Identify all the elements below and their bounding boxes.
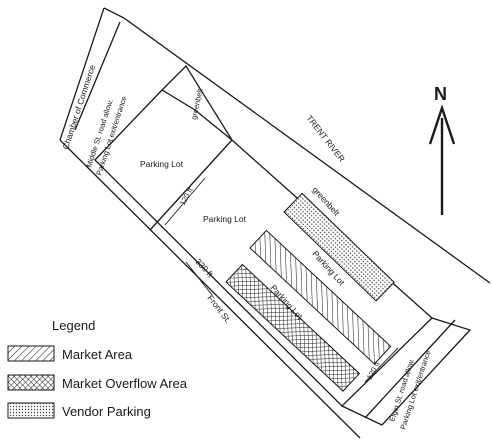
- legend: Legend Market Area Market Overflow Area …: [7, 318, 188, 419]
- legend-swatch-market-area: [7, 345, 55, 362]
- legend-label-market-area: Market Area: [62, 347, 133, 362]
- label-parking-lot-1: Parking Lot: [140, 159, 184, 169]
- front-st-boundary: [59, 139, 361, 439]
- vendor-parking-area: [283, 192, 395, 302]
- middle-st-allowance: [59, 7, 105, 141]
- legend-swatch-market-overflow: [7, 374, 55, 391]
- market-overflow-area: [225, 263, 361, 392]
- label-dim-120-top: 120 ft: [178, 185, 195, 207]
- label-parking-lot-2: Parking Lot: [203, 214, 247, 224]
- greenbelt-strip: [161, 64, 233, 141]
- river-boundary: [103, 7, 491, 284]
- legend-label-market-overflow: Market Overflow Area: [62, 376, 188, 391]
- north-arrow: N: [428, 84, 456, 215]
- north-arrow-head-icon: [428, 104, 456, 145]
- legend-title: Legend: [52, 318, 95, 333]
- elgin-st-inner: [364, 319, 456, 419]
- dim-line-120-top: [164, 177, 206, 226]
- legend-swatch-vendor-parking: [7, 402, 55, 419]
- label-chamber: Chamber of Commerce: [60, 63, 97, 150]
- dim-line-330: [185, 261, 213, 296]
- dimension-lines: [164, 177, 399, 383]
- label-trent-river: TRENT RIVER: [304, 113, 347, 164]
- market-area: [249, 229, 392, 365]
- middle-st-inner: [74, 21, 121, 131]
- site-outline: [59, 7, 491, 439]
- dim-line-120-bottom: [364, 347, 399, 383]
- north-label: N: [434, 84, 447, 104]
- lot-divider: [149, 139, 233, 231]
- legend-label-vendor-parking: Vendor Parking: [62, 404, 151, 419]
